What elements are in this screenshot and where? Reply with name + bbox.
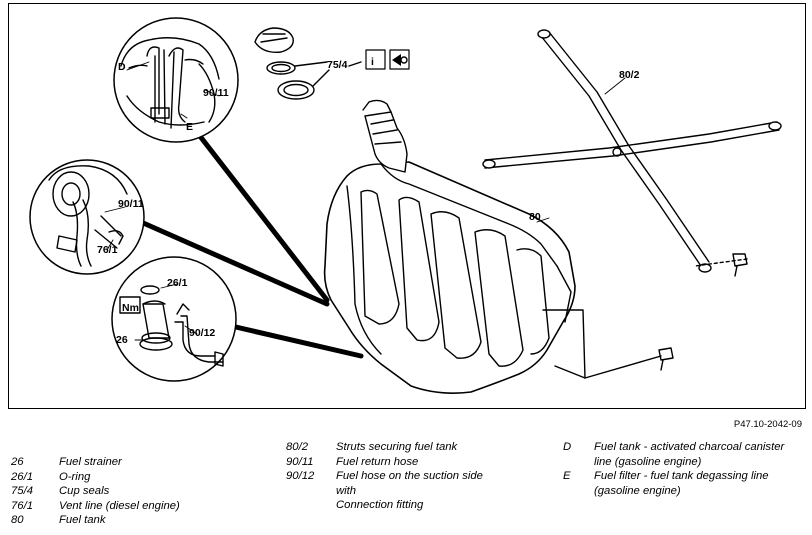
mounting-bolts bbox=[584, 253, 748, 379]
callout-90-11-middle: 90/11 bbox=[118, 198, 144, 210]
legend-column-3: D Fuel tank - activated charcoal canister… bbox=[563, 440, 794, 498]
detail-circle-bottom bbox=[111, 256, 237, 382]
legend-key bbox=[286, 498, 336, 513]
legend-value: Fuel strainer bbox=[59, 456, 122, 468]
legend-item: 90/11 Fuel return hose bbox=[286, 455, 506, 470]
legend-item: 76/1 Vent line (diesel engine) bbox=[11, 499, 180, 514]
callout-pointers bbox=[104, 61, 626, 341]
reference-code: P47.10-2042-09 bbox=[733, 419, 802, 430]
legend-item: 80 Fuel tank bbox=[11, 513, 180, 528]
legend-value: O-ring bbox=[59, 470, 91, 483]
legend-value: Connection fitting bbox=[336, 499, 424, 512]
callout-26: 26 bbox=[116, 334, 128, 346]
callout-80-2: 80/2 bbox=[619, 69, 640, 81]
callout-76-1: 76/1 bbox=[97, 244, 118, 256]
callout-90-12: 90/12 bbox=[189, 327, 215, 339]
legend-item: 90/12 Fuel hose on the suction side with bbox=[286, 469, 506, 498]
callout-labels: D E 90/11 90/11 76/1 26/1 Nm 26 90/12 75… bbox=[97, 59, 640, 346]
legend-item: 75/4 Cup seals bbox=[11, 484, 180, 499]
legend-key: 80/2 bbox=[286, 441, 308, 453]
legend-key: 80 bbox=[11, 514, 24, 527]
fuel-tank-struts bbox=[482, 29, 782, 273]
diagram-figure: i D E bbox=[8, 3, 806, 409]
legend-key: 26/1 bbox=[11, 470, 33, 483]
detail-circle-top bbox=[113, 17, 239, 143]
legend-item: E Fuel filter - fuel tank degassing line … bbox=[563, 469, 794, 498]
legend-item: 26/1 O-ring bbox=[11, 470, 180, 485]
eye-icon bbox=[389, 49, 410, 70]
legend-value: Vent line (diesel engine) bbox=[59, 499, 180, 512]
legend-item: Connection fitting bbox=[286, 498, 506, 513]
legend-value: Fuel tank - activated charcoal canister … bbox=[594, 441, 785, 468]
callout-90-11-top: 90/11 bbox=[203, 87, 229, 99]
legend-key: D bbox=[563, 441, 572, 453]
legend-item: D Fuel tank - activated charcoal canister… bbox=[563, 440, 794, 469]
legend-value: Struts securing fuel tank bbox=[336, 441, 458, 453]
legend-item: 26 Fuel strainer bbox=[11, 455, 180, 470]
legend-column-2: 80/2 Struts securing fuel tank 90/11 Fuel r… bbox=[286, 440, 506, 513]
legend-key: 90/11 bbox=[286, 455, 314, 468]
legend-key: 90/12 bbox=[286, 470, 315, 483]
legend-key: 75/4 bbox=[11, 485, 33, 498]
callout-nm: Nm bbox=[122, 302, 139, 314]
callout-75-4: 75/4 bbox=[327, 59, 348, 71]
callout-d: D bbox=[118, 61, 126, 73]
detail-circle-middle bbox=[29, 159, 145, 275]
legend-key: 76/1 bbox=[11, 499, 33, 512]
legend-value: Fuel tank bbox=[59, 514, 106, 527]
info-icon: i bbox=[365, 49, 386, 70]
callout-e: E bbox=[186, 121, 193, 133]
svg-text:i: i bbox=[371, 56, 374, 68]
legend-key: 26 bbox=[11, 456, 24, 468]
callout-80: 80 bbox=[529, 211, 541, 223]
legend-item: 80/2 Struts securing fuel tank bbox=[286, 440, 506, 455]
callout-26-1: 26/1 bbox=[167, 277, 188, 289]
legend-value: Fuel filter - fuel tank degassing line (… bbox=[594, 470, 769, 497]
cap-and-seals bbox=[254, 27, 362, 100]
detail-leader-lines bbox=[138, 119, 364, 359]
legend-key: E bbox=[563, 470, 571, 483]
filler-neck bbox=[362, 99, 408, 173]
legend-value: Fuel hose on the suction side with bbox=[336, 470, 483, 497]
legend-value: Cup seals bbox=[59, 485, 110, 498]
legend-value: Fuel return hose bbox=[336, 455, 419, 468]
fuel-tank bbox=[323, 161, 586, 394]
